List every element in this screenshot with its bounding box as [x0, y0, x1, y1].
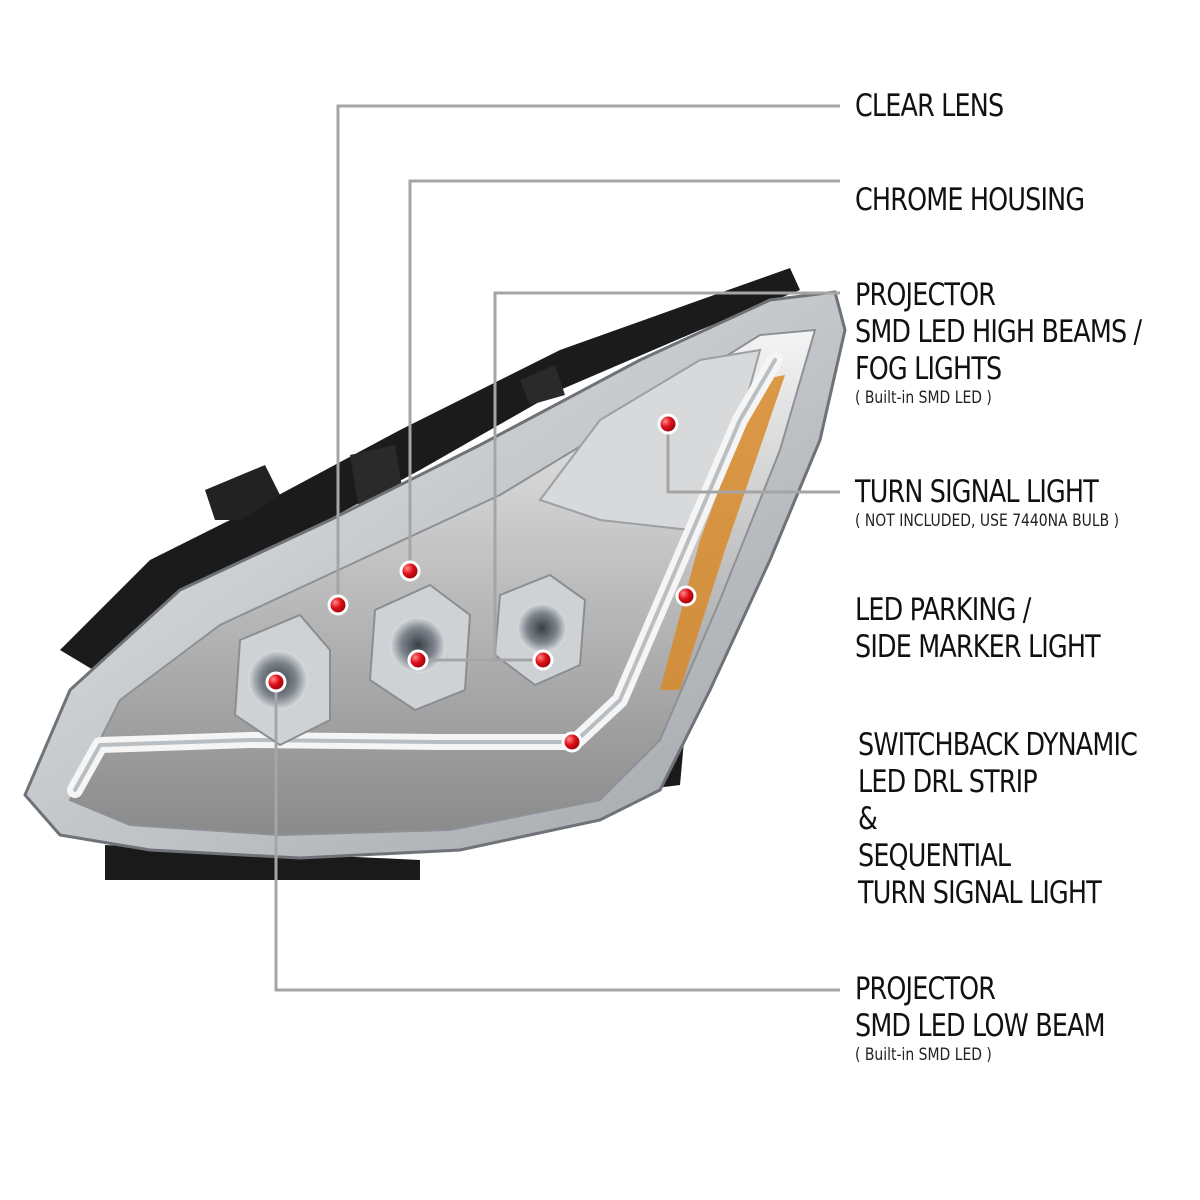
callout-title: TURN SIGNAL LIGHT: [855, 474, 1099, 510]
mount-tab-right: [520, 365, 565, 405]
marker-dot-turn-signal: [657, 413, 679, 435]
callout-title: PROJECTOR: [855, 277, 996, 313]
callout-note: ( NOT INCLUDED, USE 7440NA BULB ): [855, 511, 1120, 531]
marker-dot-drl: [561, 731, 583, 753]
callout-title-line-2: SMD LED HIGH BEAMS /: [855, 314, 1142, 350]
callout-title: SWITCHBACK DYNAMIC: [858, 727, 1138, 763]
projector-high-beam-lens-2: [493, 573, 587, 687]
lower-bracket: [105, 845, 420, 880]
callout-led-parking: LED PARKING / SIDE MARKER LIGHT: [855, 592, 1101, 666]
callout-title-line-4: SEQUENTIAL: [858, 838, 1011, 874]
marker-dot-parking: [675, 585, 697, 607]
marker-dots: [265, 413, 697, 753]
callout-switchback-drl: SWITCHBACK DYNAMIC LED DRL STRIP & SEQUE…: [858, 727, 1138, 912]
marker-dot-low-beam: [265, 671, 287, 693]
callout-clear-lens: CLEAR LENS: [855, 88, 1004, 125]
callout-title: CHROME HOUSING: [855, 182, 1085, 218]
callout-title-line-2: SMD LED LOW BEAM: [855, 1008, 1106, 1044]
callout-chrome-housing: CHROME HOUSING: [855, 182, 1085, 219]
amber-side-marker: [660, 375, 785, 690]
mount-tab-left: [205, 465, 280, 520]
callout-projector-low-beam: PROJECTOR SMD LED LOW BEAM ( Built-in SM…: [855, 971, 1106, 1065]
callout-turn-signal-light: TURN SIGNAL LIGHT ( NOT INCLUDED, USE 74…: [855, 474, 1119, 531]
callout-title-line-2: SIDE MARKER LIGHT: [855, 629, 1101, 665]
callout-projector-high-beams: PROJECTOR SMD LED HIGH BEAMS / FOG LIGHT…: [855, 277, 1142, 408]
leader-lines: [274, 104, 840, 992]
callout-title-line-3: FOG LIGHTS: [855, 351, 1002, 387]
marker-dot-high-beam-1: [407, 649, 429, 671]
callout-title-line-2: LED DRL STRIP: [858, 764, 1038, 800]
callout-note: ( Built-in SMD LED ): [855, 388, 992, 408]
headlight-body: [23, 268, 847, 880]
callout-title: LED PARKING /: [855, 592, 1031, 628]
marker-dot-high-beam-2: [532, 649, 554, 671]
marker-dot-clear-lens: [327, 594, 349, 616]
callout-title-line-5: TURN SIGNAL LIGHT: [858, 875, 1102, 911]
callout-note: ( Built-in SMD LED ): [855, 1045, 992, 1065]
callout-title: PROJECTOR: [855, 971, 996, 1007]
callout-title: CLEAR LENS: [855, 88, 1004, 124]
callout-title-line-3: &: [858, 801, 878, 837]
marker-dot-chrome-housing: [399, 560, 421, 582]
